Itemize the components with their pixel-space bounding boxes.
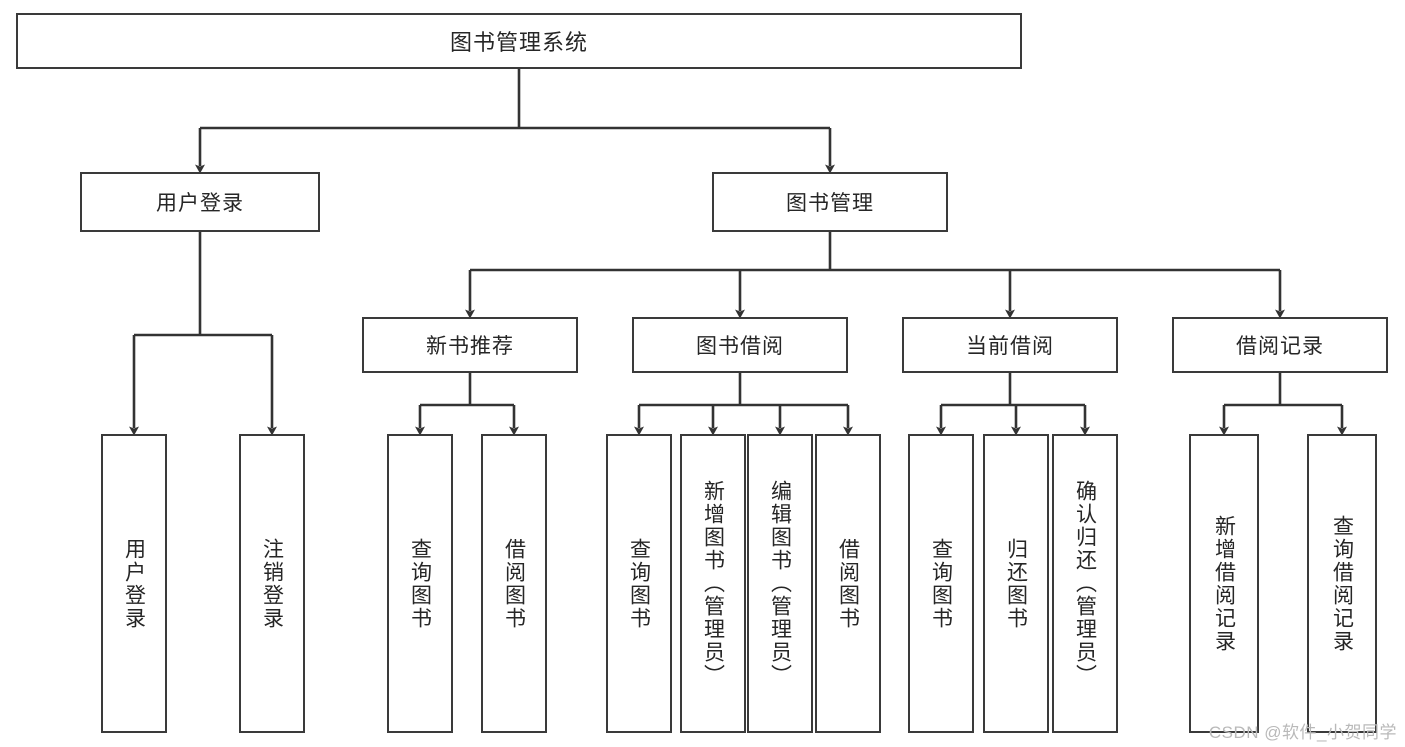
leaf-query-book-borrow[interactable]: 查询图书 <box>606 434 672 733</box>
leaf-query-book-recommend[interactable]: 查询图书 <box>387 434 453 733</box>
node-book-manage-label: 图书管理 <box>786 192 874 215</box>
leaf-edit-book-admin-label: 编辑图书（管理员） <box>768 480 792 687</box>
leaf-return-book[interactable]: 归还图书 <box>983 434 1049 733</box>
leaf-add-book-admin-label: 新增图书（管理员） <box>701 480 725 687</box>
leaf-query-book-current-label: 查询图书 <box>929 537 953 630</box>
leaf-query-book-current[interactable]: 查询图书 <box>908 434 974 733</box>
node-borrow-record-label: 借阅记录 <box>1236 335 1324 358</box>
leaf-confirm-return-admin[interactable]: 确认归还（管理员） <box>1052 434 1118 733</box>
leaf-add-borrow-record-label: 新增借阅记录 <box>1212 514 1236 653</box>
leaf-user-login[interactable]: 用户登录 <box>101 434 167 733</box>
node-book-borrow[interactable]: 图书借阅 <box>632 317 848 373</box>
node-book-borrow-label: 图书借阅 <box>696 335 784 358</box>
leaf-borrow-book-recommend-label: 借阅图书 <box>502 537 526 630</box>
leaf-query-borrow-record-label: 查询借阅记录 <box>1330 514 1354 653</box>
leaf-borrow-book-label: 借阅图书 <box>836 537 860 630</box>
leaf-borrow-book[interactable]: 借阅图书 <box>815 434 881 733</box>
leaf-add-borrow-record[interactable]: 新增借阅记录 <box>1189 434 1259 733</box>
node-book-manage[interactable]: 图书管理 <box>712 172 948 232</box>
leaf-borrow-book-recommend[interactable]: 借阅图书 <box>481 434 547 733</box>
leaf-return-book-label: 归还图书 <box>1004 537 1028 630</box>
node-new-book-recommend-label: 新书推荐 <box>426 335 514 358</box>
leaf-user-login-label: 用户登录 <box>122 537 146 630</box>
node-root[interactable]: 图书管理系统 <box>16 13 1022 69</box>
leaf-query-borrow-record[interactable]: 查询借阅记录 <box>1307 434 1377 733</box>
node-root-label: 图书管理系统 <box>449 30 588 55</box>
node-user-login[interactable]: 用户登录 <box>80 172 320 232</box>
node-user-login-label: 用户登录 <box>156 192 244 215</box>
node-current-borrow-label: 当前借阅 <box>966 335 1054 358</box>
node-current-borrow[interactable]: 当前借阅 <box>902 317 1118 373</box>
node-new-book-recommend[interactable]: 新书推荐 <box>362 317 578 373</box>
watermark: CSDN @软件_小贺同学 <box>1208 723 1397 742</box>
leaf-edit-book-admin[interactable]: 编辑图书（管理员） <box>747 434 813 733</box>
node-borrow-record[interactable]: 借阅记录 <box>1172 317 1388 373</box>
leaf-query-book-recommend-label: 查询图书 <box>408 537 432 630</box>
leaf-add-book-admin[interactable]: 新增图书（管理员） <box>680 434 746 733</box>
leaf-confirm-return-admin-label: 确认归还（管理员） <box>1073 480 1097 687</box>
leaf-logout[interactable]: 注销登录 <box>239 434 305 733</box>
leaf-query-book-borrow-label: 查询图书 <box>627 537 651 630</box>
leaf-logout-label: 注销登录 <box>260 537 284 630</box>
